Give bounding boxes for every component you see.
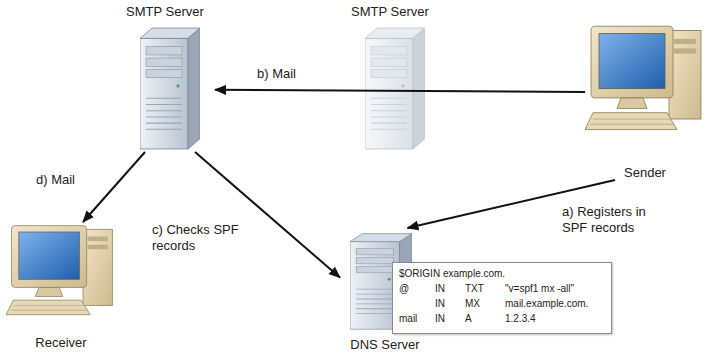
record-cell: MX: [465, 298, 480, 309]
record-cell: mail.example.com.: [505, 298, 588, 309]
dns-record-box: $ORIGIN example.com. @ IN TXT "v=spf1 mx -al…: [392, 262, 612, 334]
server-icon: [140, 28, 200, 149]
record-cell: IN: [435, 298, 445, 309]
node-label: Receiver: [6, 335, 116, 350]
record-cell: 1.2.3.4: [505, 313, 536, 324]
record-cell: TXT: [465, 283, 484, 294]
record-cell: IN: [435, 283, 445, 294]
record-cell: $ORIGIN example.com.: [399, 268, 505, 279]
edge-label: b) Mail: [255, 66, 298, 82]
network-node: Sender: [585, 20, 705, 180]
network-node: SMTP Server: [340, 4, 440, 152]
flow-arrow: [195, 152, 340, 278]
flow-arrow: [83, 152, 145, 222]
node-label: Sender: [585, 165, 705, 180]
node-label: DNS Server: [340, 337, 430, 352]
node-label: SMTP Server: [115, 4, 215, 19]
record-cell: mail: [399, 313, 417, 324]
computer-icon: [585, 26, 701, 129]
flow-arrow: [215, 90, 585, 92]
network-node: SMTP Server: [115, 4, 215, 152]
record-cell: @: [399, 283, 409, 294]
server-icon: [365, 28, 425, 149]
record-cell: A: [465, 313, 472, 324]
edge-label: d) Mail: [34, 172, 77, 188]
node-label: SMTP Server: [340, 4, 440, 19]
computer-icon: [6, 226, 112, 315]
edge-label: c) Checks SPF records: [150, 222, 250, 253]
edge-label: a) Registers in SPF records: [560, 204, 664, 235]
network-node: Receiver: [6, 222, 116, 350]
record-cell: IN: [435, 313, 445, 324]
record-cell: "v=spf1 mx -all": [505, 283, 574, 294]
